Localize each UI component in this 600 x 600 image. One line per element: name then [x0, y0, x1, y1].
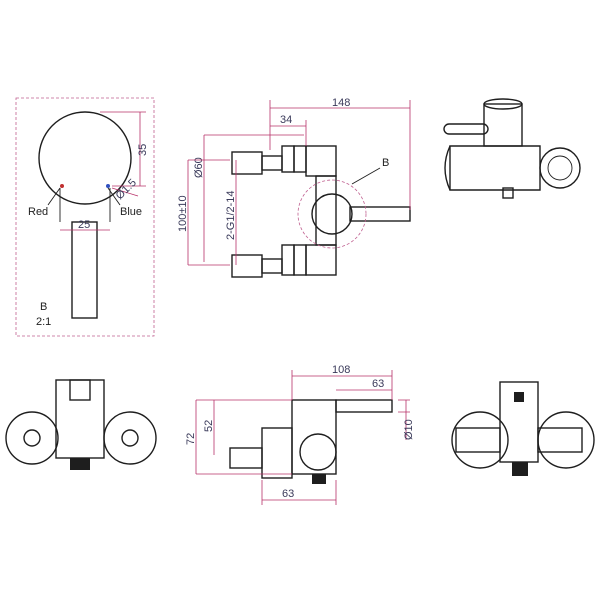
back-left-flange	[451, 411, 509, 469]
side-body	[291, 399, 337, 475]
iso-handle-top	[483, 98, 523, 110]
lower-inlet-pipe	[261, 258, 283, 274]
front-body	[55, 379, 105, 459]
upper-body	[305, 145, 337, 177]
back-right-arm	[537, 427, 583, 453]
front-lever	[69, 379, 91, 401]
dim-35-text: 35	[137, 144, 149, 156]
side-view: 108 63 72 52 Ø10 63	[185, 364, 415, 505]
dim-148-text: 148	[332, 97, 350, 109]
dim-hole-text: Ø1.5	[114, 177, 139, 202]
red-dot	[60, 184, 64, 188]
lower-inlet-flange	[281, 244, 295, 276]
detail-frame	[15, 97, 155, 337]
callout-leader	[351, 167, 381, 185]
detail-scale: 2:1	[36, 316, 51, 328]
back-right-flange	[537, 411, 595, 469]
iso-body	[449, 145, 541, 191]
dim-34-text: 34	[280, 114, 292, 126]
dim-60-lines	[203, 134, 304, 262]
back-left-arm	[455, 427, 501, 453]
dim-100-text: 100±10	[177, 195, 189, 232]
dim-63-bottom-lines	[261, 480, 337, 505]
iso-lever	[443, 123, 489, 135]
label-red: Red	[28, 206, 48, 218]
upper-inlet-pipe	[261, 155, 283, 171]
dim-10-text: Ø10	[403, 419, 415, 440]
handle-disc	[38, 111, 132, 205]
dim-34-lines	[270, 120, 307, 146]
side-lever	[335, 399, 393, 413]
dim-60-text: Ø60	[193, 157, 205, 178]
stem-sides	[59, 188, 111, 222]
upper-inlet-hex	[293, 145, 307, 173]
front-left-nut	[23, 429, 41, 447]
lever	[349, 206, 411, 222]
upper-inlet-nut	[231, 151, 263, 175]
iso-handle-cylinder	[483, 103, 523, 147]
front-outlet	[70, 458, 90, 470]
handle-base	[311, 193, 353, 235]
front-view	[5, 379, 157, 470]
dim-10-lines	[398, 399, 410, 440]
front-right-nut	[121, 429, 139, 447]
side-diverter	[299, 433, 337, 471]
dim-thread-text: 2-G1/2-14	[225, 190, 237, 240]
blue-leader	[107, 187, 121, 206]
dim-63-top-text: 63	[372, 378, 384, 390]
side-outlet	[312, 474, 326, 484]
dim-108-text: 108	[332, 364, 350, 376]
side-flange	[261, 427, 293, 479]
detail-name: B	[40, 301, 47, 313]
label-blue: Blue	[120, 206, 142, 218]
detail-circle	[297, 179, 367, 249]
lower-inlet-nut	[231, 254, 263, 278]
top-view: 148 34 Ø60 100±10 2-G1/2-14 B	[177, 97, 411, 278]
iso-outlet	[502, 187, 514, 199]
red-leader	[47, 187, 61, 206]
iso-view	[443, 98, 581, 199]
dim-100-lines	[187, 159, 230, 266]
lever-stem	[71, 221, 98, 319]
dim-148-lines	[269, 100, 411, 210]
front-left-flange	[5, 411, 59, 465]
back-outlet	[512, 462, 528, 476]
detail-view-b: 35 25 Ø1.5 Red Blue B 2:1	[15, 97, 155, 337]
iso-body-left	[444, 145, 451, 191]
dim-63-bottom-text: 63	[282, 488, 294, 500]
dim-35-lines	[100, 111, 146, 187]
back-screw	[514, 392, 524, 402]
dim-52-text: 52	[203, 420, 215, 432]
upper-inlet-flange	[281, 145, 295, 173]
lower-inlet-hex	[293, 244, 307, 276]
dim-25-text: 25	[78, 219, 90, 231]
back-view	[451, 381, 595, 476]
lower-body	[305, 244, 337, 276]
center-body	[315, 175, 337, 246]
side-inlet	[229, 447, 263, 469]
iso-right-nut	[547, 155, 573, 181]
callout-b: B	[382, 157, 389, 169]
iso-right-flange	[539, 147, 581, 189]
dim-108-lines	[291, 370, 393, 400]
dim-72-lines	[195, 399, 292, 475]
front-right-flange	[103, 411, 157, 465]
dim-hole-leader	[111, 187, 139, 197]
dim-72-text: 72	[185, 433, 197, 445]
blue-dot	[106, 184, 110, 188]
